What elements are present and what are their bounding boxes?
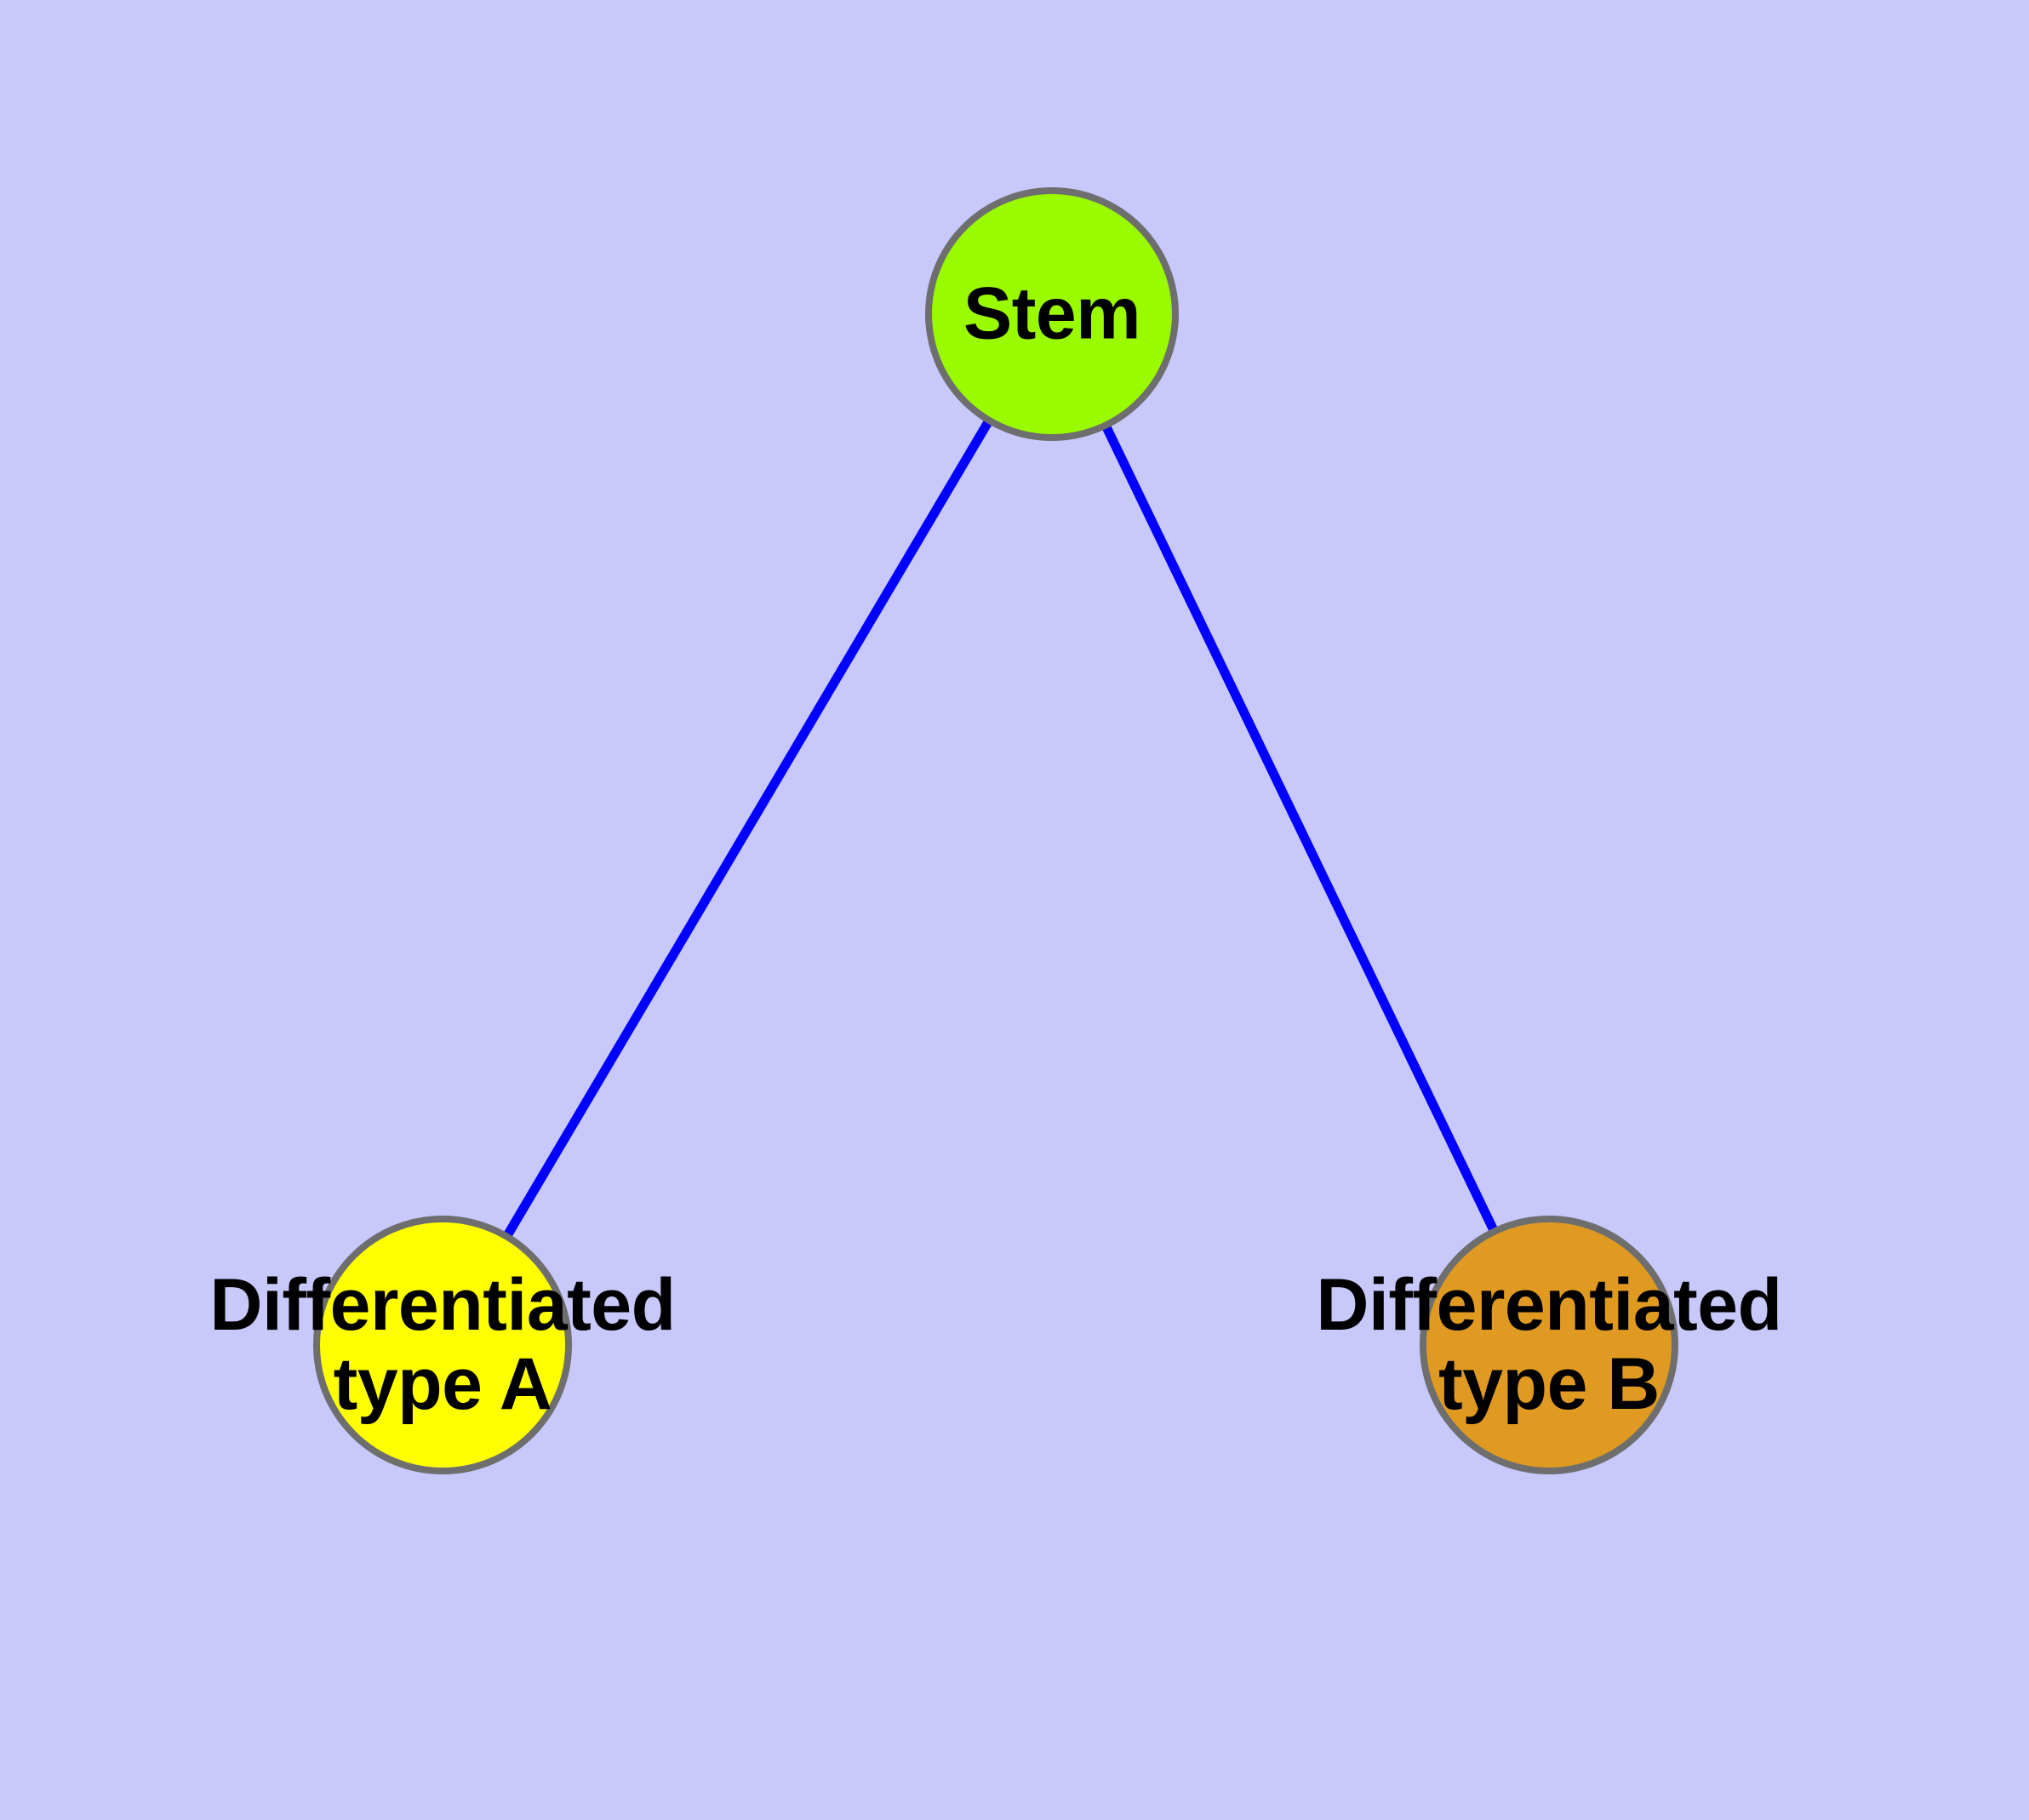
node-differentiated-type-a-circle[interactable] — [313, 1216, 572, 1474]
node-differentiated-type-b-circle[interactable] — [1420, 1216, 1678, 1474]
node-differentiated-type-b[interactable]: Differentiated type B — [1316, 1216, 1782, 1474]
edge-stem-to-diff-a[interactable] — [438, 312, 1056, 1348]
node-stem[interactable]: Stem — [925, 187, 1179, 441]
edge-stem-to-diff-b[interactable] — [1048, 312, 1553, 1348]
node-differentiated-type-a[interactable]: Differentiated type A — [209, 1216, 676, 1474]
node-stem-circle[interactable] — [925, 187, 1179, 441]
